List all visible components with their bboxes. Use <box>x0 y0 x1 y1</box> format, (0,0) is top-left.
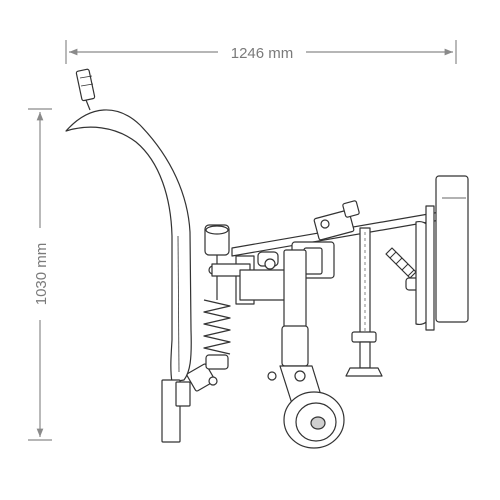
foot-plate <box>161 363 216 443</box>
spring-damper <box>203 224 231 386</box>
tension-handle <box>385 247 425 291</box>
height-dimension: 1030 mm <box>28 108 52 441</box>
top-handle <box>75 68 96 111</box>
main-frame <box>211 200 441 305</box>
support-stand <box>345 227 383 377</box>
machine-drawing <box>65 68 469 449</box>
height-dimension-label: 1030 mm <box>33 243 50 306</box>
swivel-castor <box>267 249 321 411</box>
width-dimension-label: 1246 mm <box>231 45 294 62</box>
curved-arm <box>65 109 192 383</box>
width-dimension: 1246 mm <box>65 40 457 64</box>
brush-housing <box>415 175 469 331</box>
wheel <box>283 391 345 449</box>
